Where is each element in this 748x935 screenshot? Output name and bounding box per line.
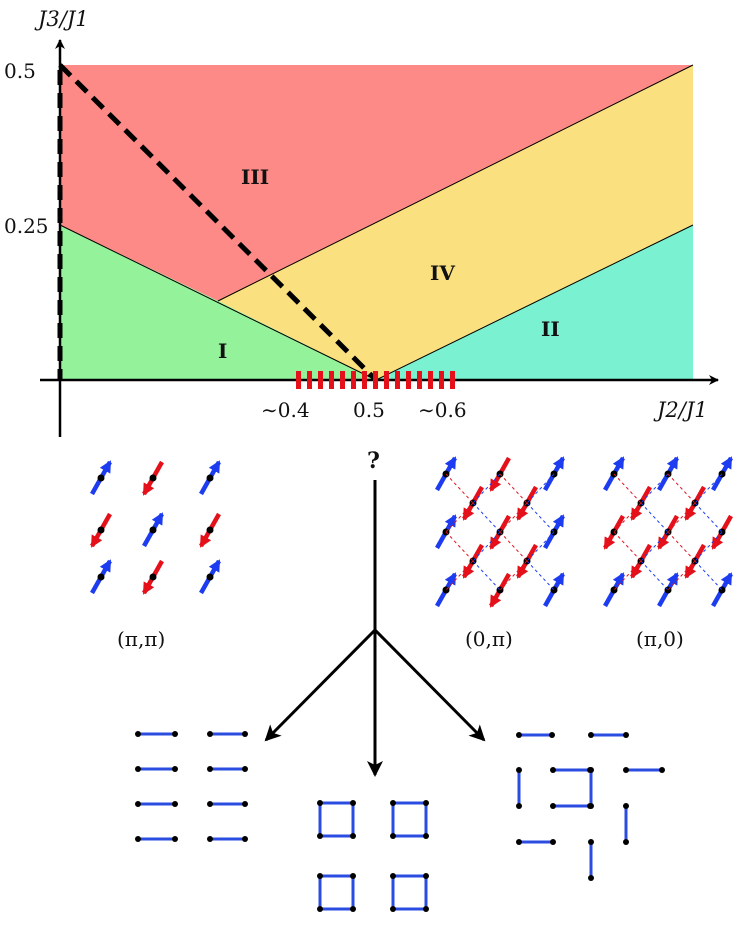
spin-configurations — [90, 456, 733, 608]
plaq-pi0-line — [667, 502, 696, 533]
spin-pipi-r1-c0 — [90, 512, 112, 548]
spin-pipi-r0-c1 — [142, 460, 164, 496]
arrow-to-disordered-dimers — [373, 628, 486, 742]
columnar-dimer-right-1 — [207, 766, 248, 772]
spin-pipi-r1-c2 — [199, 512, 221, 548]
plaq-0pi-line — [472, 502, 501, 533]
plaquette-0 — [317, 800, 356, 839]
plaq-pi0-line — [640, 531, 669, 562]
x-axis-label: J2/J1 — [653, 398, 708, 422]
disordered-dimer-6 — [550, 803, 593, 809]
region-II-label: II — [541, 317, 560, 341]
plaq-0pi-line — [526, 473, 555, 504]
disordered-dimer-5 — [588, 767, 594, 809]
spin-pipi-r0-c0 — [90, 460, 112, 496]
region-III-label: III — [241, 165, 269, 189]
valence-bond-patterns — [135, 731, 665, 912]
plaq-pi0-line — [613, 531, 642, 562]
x-tick-0-4: ∼0.4 — [261, 398, 310, 422]
x-tick-0-5: 0.5 — [353, 398, 385, 422]
plaq-pi0-line — [694, 473, 723, 504]
plaq-0pi-line — [445, 473, 474, 504]
spin-pipi-r2-c2 — [199, 559, 221, 595]
plaq-0pi-line — [472, 560, 501, 591]
spin-pipi-r2-c0 — [90, 559, 112, 595]
plaq-pi0-line — [613, 502, 642, 533]
disordered-dimer-7 — [623, 803, 629, 845]
plaq-0pi-line — [526, 560, 555, 591]
region-IV-label: IV — [430, 261, 455, 285]
spin-pipi-r2-c1 — [142, 559, 164, 595]
plaq-0pi-line — [499, 473, 528, 504]
region-I-label: I — [218, 339, 227, 363]
plaq-0pi-line — [445, 560, 474, 591]
region-IV-area — [218, 65, 693, 380]
disordered-dimer-3 — [623, 767, 665, 773]
plaq-pi0-line — [667, 531, 696, 562]
columnar-dimer-left-0 — [135, 731, 178, 737]
branching-arrows — [264, 480, 486, 777]
columnar-dimer-left-3 — [135, 836, 178, 842]
spin-pipi-r1-c1 — [142, 512, 164, 548]
disordered-dimer-4 — [516, 767, 522, 809]
order-pi-0-label: (π,0) — [636, 627, 684, 651]
plaq-0pi-line — [445, 502, 474, 533]
plaq-0pi-line — [499, 531, 528, 562]
plaq-0pi-line — [445, 531, 474, 562]
plaq-0pi-line — [526, 502, 555, 533]
plaquette-1 — [390, 800, 429, 839]
plaq-pi0-line — [640, 502, 669, 533]
phase-boundaries — [59, 64, 694, 381]
spin-pipi-r0-c2 — [199, 460, 221, 496]
arrow-to-columnar-dimers — [264, 628, 377, 742]
region-III-area — [60, 65, 693, 301]
plaquette-2 — [317, 873, 356, 912]
y-tick-0-25: 0.25 — [4, 214, 49, 238]
columnar-dimer-left-1 — [135, 766, 178, 772]
columnar-dimer-left-2 — [135, 801, 178, 807]
plaq-0pi-line — [472, 473, 501, 504]
question-mark: ? — [367, 448, 380, 474]
disordered-dimer-9 — [588, 839, 594, 881]
plaquette-3 — [390, 873, 429, 912]
columnar-dimer-right-3 — [207, 836, 248, 842]
disordered-dimer-0 — [516, 732, 555, 738]
plaq-pi0-line — [613, 560, 642, 591]
disordered-dimer-8 — [516, 839, 556, 845]
columnar-dimer-right-0 — [207, 731, 248, 737]
y-tick-0-5: 0.5 — [4, 59, 36, 83]
phase-regions — [59, 64, 694, 381]
plaq-0pi-line — [499, 502, 528, 533]
plaq-pi0-line — [613, 473, 642, 504]
plaq-0pi-line — [526, 531, 555, 562]
plaq-pi0-line — [694, 531, 723, 562]
plaq-0pi-line — [472, 531, 501, 562]
plaq-pi0-line — [694, 560, 723, 591]
y-axis-label: J3/J1 — [34, 7, 89, 31]
plaq-pi0-line — [640, 560, 669, 591]
classical-transition-line — [58, 63, 378, 382]
disordered-dimer-2 — [550, 767, 593, 773]
plaq-pi0-line — [667, 560, 696, 591]
plaq-0pi-line — [499, 560, 528, 591]
columnar-dimer-right-2 — [207, 801, 248, 807]
plaq-pi0-line — [667, 473, 696, 504]
order-pi-pi-label: (π,π) — [117, 627, 165, 651]
x-tick-0-6: ∼0.6 — [418, 398, 467, 422]
plaquette-guides — [445, 473, 723, 591]
plaq-pi0-line — [694, 502, 723, 533]
disordered-dimer-1 — [588, 732, 629, 738]
plaq-pi0-line — [640, 473, 669, 504]
order-0-pi-label: (0,π) — [465, 627, 513, 651]
